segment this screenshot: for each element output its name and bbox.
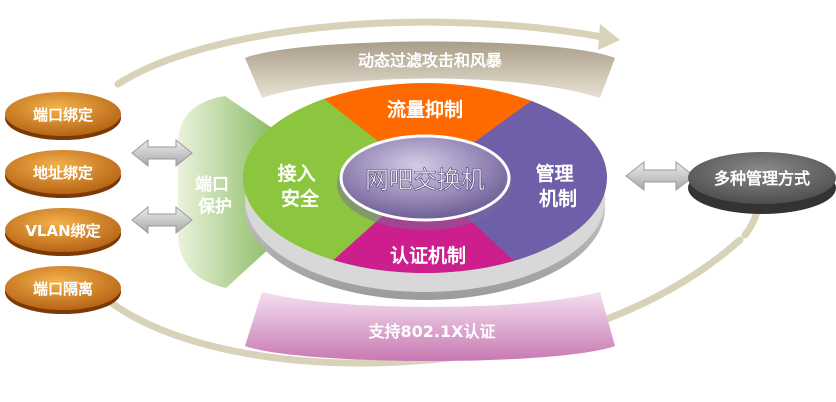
left-pill: 端口隔离	[5, 266, 121, 314]
ring-left-line1: 接入	[278, 163, 316, 185]
left-pill-body	[5, 208, 121, 252]
center-label: 网吧交换机	[365, 166, 485, 194]
left-pill-label: 端口绑定	[33, 106, 93, 124]
petal-top: 动态过滤攻击和风暴	[245, 41, 615, 98]
petal-left: 端口 保护	[178, 96, 272, 288]
left-pill-label: 端口隔离	[33, 280, 93, 298]
left-pill-body	[5, 150, 121, 194]
center-hub: 网吧交换机	[337, 134, 513, 230]
ring-segment-bottom-fill	[300, 178, 545, 273]
ring-left-label: 接入 安全	[278, 163, 323, 210]
left-pill-label: VLAN绑定	[25, 222, 100, 240]
ring-top-label: 流量抑制	[387, 98, 463, 121]
ring-right-line1: 管理	[536, 162, 574, 185]
petal-left-line2: 保护	[197, 196, 232, 217]
petal-bottom-label: 支持802.1X认证	[368, 322, 496, 341]
petal-left-label: 端口 保护	[195, 174, 235, 217]
left-pill-label: 地址绑定	[33, 164, 93, 182]
left-pill: VLAN绑定	[5, 208, 121, 256]
ring-bottom-label: 认证机制	[390, 244, 466, 267]
petal-left-line1: 端口	[195, 174, 229, 195]
right-box: 多种管理方式	[688, 152, 836, 214]
left-pill-body	[5, 92, 121, 136]
petal-top-label: 动态过滤攻击和风暴	[358, 51, 503, 70]
left-arrows	[131, 138, 193, 235]
ring-left-line2: 安全	[281, 187, 320, 210]
left-pill-body	[5, 266, 121, 310]
left-pill: 地址绑定	[5, 150, 121, 198]
ring-right-label: 管理 机制	[536, 162, 581, 210]
left-pill: 端口绑定	[5, 92, 121, 140]
ring-right-line2: 机制	[539, 187, 577, 210]
petal-bottom: 支持802.1X认证	[245, 292, 615, 361]
right-arrow	[625, 160, 695, 192]
right-box-label: 多种管理方式	[714, 169, 810, 188]
left-arrow-lower	[131, 205, 193, 235]
left-arrow-upper	[131, 138, 193, 168]
